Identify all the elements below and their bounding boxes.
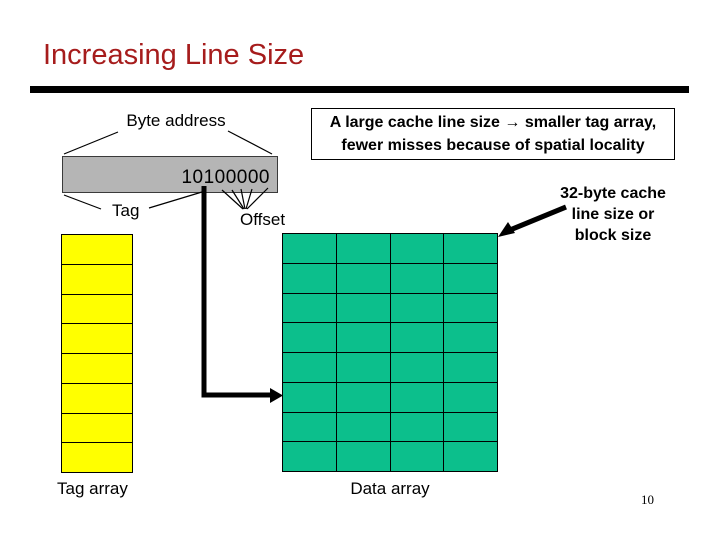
tag-cell [62,264,132,294]
tag-cell [62,294,132,324]
data-cell [283,293,336,323]
tag-cell [62,324,132,353]
tag-array [61,234,133,473]
data-cell [336,323,390,352]
tag-cell [62,235,132,264]
data-cell [336,234,390,263]
tag-cell [62,354,132,383]
tag-cell [62,383,132,413]
byte-address-line-right [227,130,273,155]
data-cell [444,263,497,293]
tag-array-label: Tag array [57,479,128,498]
data-cell [283,234,336,263]
note-box-line1: A large cache line size → smaller tag ar… [329,114,657,131]
tag-cell [62,413,132,443]
data-cell [444,353,497,382]
data-cell [390,234,444,263]
data-cell [283,263,336,293]
tag-label: Tag [112,201,140,220]
page-number: 10 [641,492,654,507]
data-cell [283,412,336,442]
tag-line-left [63,194,102,210]
side-note-arrow-head [498,222,515,237]
data-cell [283,382,336,412]
side-note: 32-byte cache line size or block size [543,183,683,246]
data-cell [390,442,444,471]
data-cell [444,382,497,412]
note-box: A large cache line size → smaller tag ar… [311,108,675,160]
data-cell [444,323,497,352]
data-cell [336,263,390,293]
data-cell [336,382,390,412]
data-cell [390,263,444,293]
data-cell [336,412,390,442]
data-cell [444,442,497,471]
data-cell [390,323,444,352]
data-cell [390,382,444,412]
byte-address-line-left [63,131,119,155]
side-note-line1: 32-byte cache [560,185,666,202]
data-cell [390,293,444,323]
address-value: 10100000 [181,167,270,188]
byte-address-label: Byte address [126,111,226,130]
data-cell [444,293,497,323]
data-array-label: Data array [350,479,430,498]
offset-label: Offset [240,210,286,229]
data-cell [336,293,390,323]
note-box-line2: fewer misses because of spatial locality [341,137,645,154]
data-cell [283,323,336,352]
side-note-line3: block size [574,227,652,244]
side-note-line2: line size or [571,206,655,223]
data-array [282,233,498,472]
title-divider [30,86,689,93]
tag-cell [62,443,132,472]
data-cell [283,442,336,471]
data-cell [390,353,444,382]
tag-line-right [148,191,203,209]
data-cell [336,442,390,471]
data-cell [336,353,390,382]
data-cell [283,353,336,382]
address-box: 10100000 [62,156,278,193]
slide-title: Increasing Line Size [43,39,305,71]
data-cell [390,412,444,442]
data-cell [444,412,497,442]
data-cell [444,234,497,263]
